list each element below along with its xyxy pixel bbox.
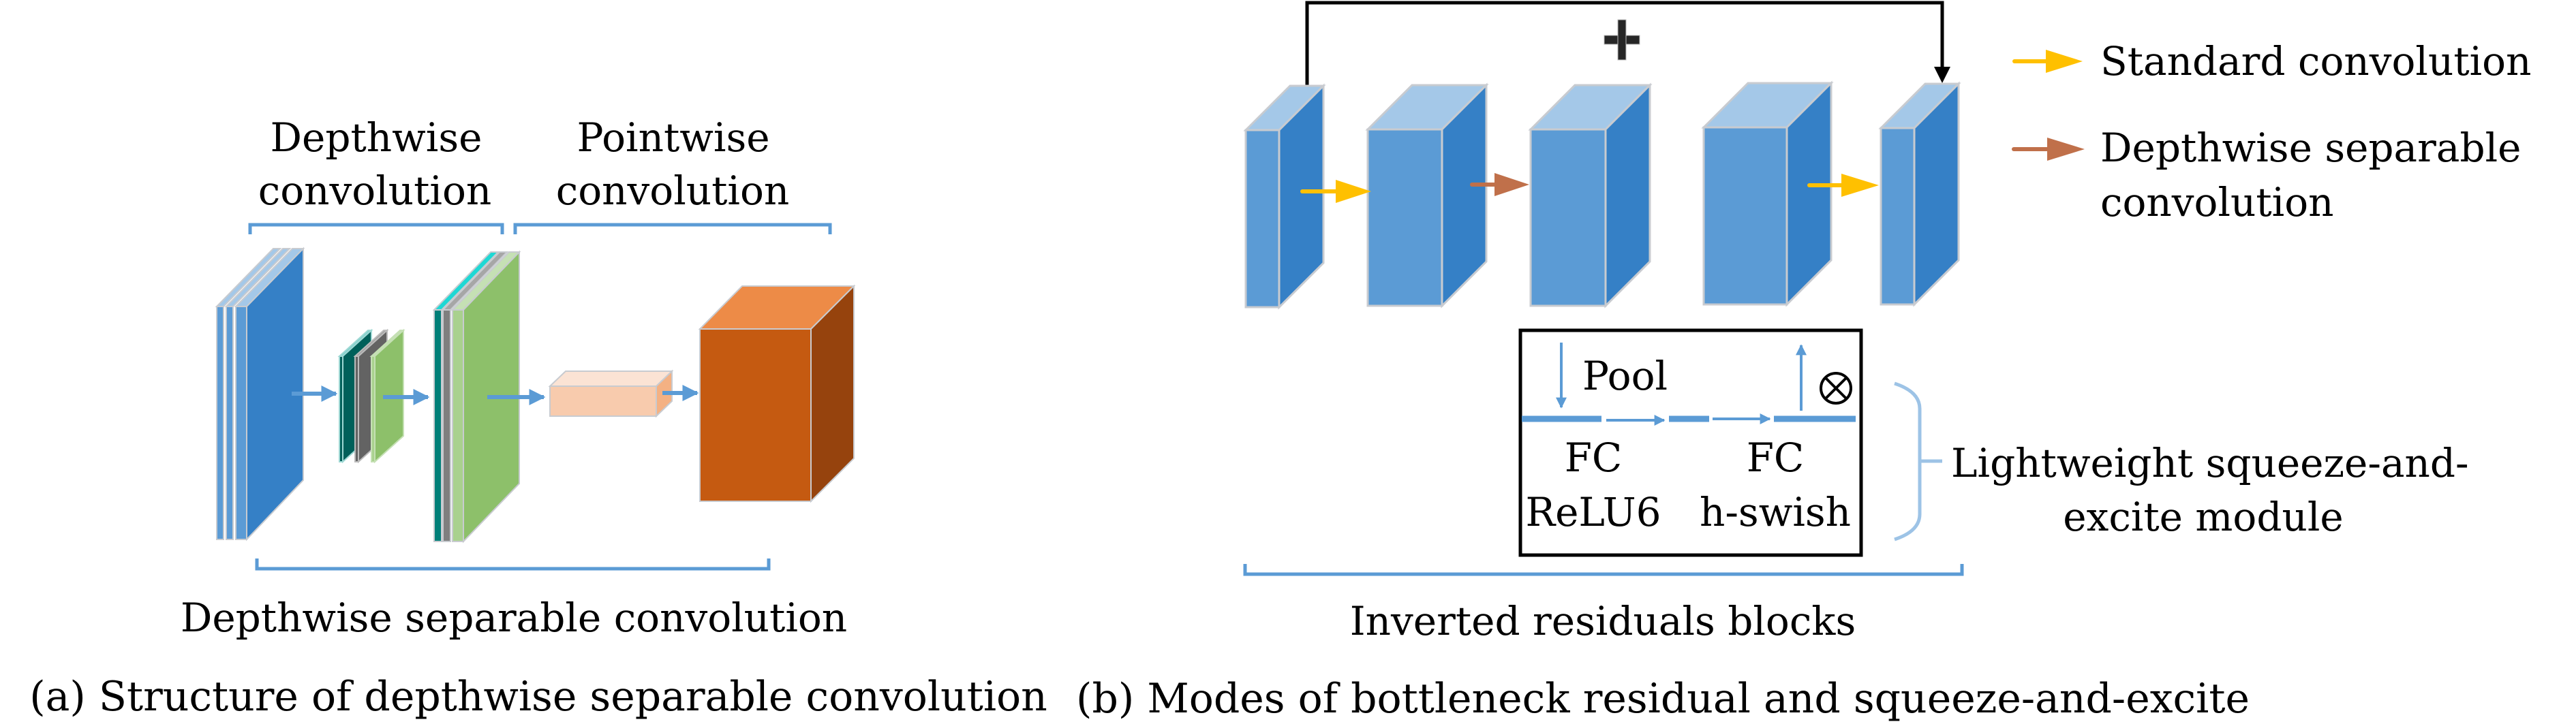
pool-label: Pool xyxy=(1582,353,1668,399)
input-feature-stack xyxy=(215,247,305,541)
inverted-label: Inverted residuals blocks xyxy=(1350,598,1856,644)
legend-item-depthwise: Depthwise separable convolution xyxy=(2012,125,2521,225)
se-label-line1: Lightweight squeeze-and- xyxy=(1951,440,2469,486)
block-front-face xyxy=(1529,128,1607,307)
plus-icon xyxy=(1604,19,1640,61)
panel-a: Depthwise convolution Pointwise convolut… xyxy=(29,114,1047,721)
depthwise-label-line2: convolution xyxy=(258,168,491,214)
block-front-face xyxy=(1366,128,1443,307)
se-brace xyxy=(1894,381,1942,541)
residual-block-2 xyxy=(1365,82,1489,309)
caption-a: (a) Structure of depthwise separable con… xyxy=(29,673,1047,721)
se-label-line2: excite module xyxy=(2063,494,2343,540)
fc1-label: FC xyxy=(1565,435,1623,481)
caption-b: (b) Modes of bottleneck residual and squ… xyxy=(1076,675,2250,723)
pointwise-bracket xyxy=(513,223,832,234)
legend-depthwise-label-line2: convolution xyxy=(2100,179,2333,225)
block-front-face xyxy=(1244,129,1281,309)
depthwise-bracket xyxy=(248,223,504,234)
separable-bracket xyxy=(255,558,771,571)
inverted-bracket xyxy=(1243,564,1964,576)
pointwise-kernel xyxy=(548,369,674,418)
se-module: Pool FC ReLU6 FC h-swish xyxy=(1518,328,1863,557)
fc2-label: FC xyxy=(1747,435,1805,481)
block-arrow-1-standard xyxy=(1300,180,1371,203)
separable-label: Depthwise separable convolution xyxy=(181,595,847,641)
block-arrow-2-depthwise xyxy=(1470,173,1529,196)
legend-item-standard: Standard convolution xyxy=(2012,38,2531,84)
depthwise-kernels xyxy=(337,328,405,464)
output-feature-cube xyxy=(698,284,856,503)
fc2-activation: h-swish xyxy=(1700,489,1851,535)
block-front-face xyxy=(1880,127,1916,306)
legend: Standard convolution Depthwise separable… xyxy=(2012,38,2531,225)
residual-block-4 xyxy=(1701,80,1834,307)
residual-block-3 xyxy=(1528,82,1653,309)
skip-connection xyxy=(1305,1,1944,86)
legend-depthwise-label-line1: Depthwise separable xyxy=(2100,125,2521,171)
skip-arrowhead xyxy=(1934,67,1950,83)
multiply-icon xyxy=(1820,372,1852,405)
pointwise-label-line1: Pointwise xyxy=(577,114,769,161)
residual-block-5 xyxy=(1878,81,1961,307)
block-arrow-3-standard xyxy=(1807,174,1879,197)
fc1-activation: ReLU6 xyxy=(1525,489,1661,535)
legend-standard-label: Standard convolution xyxy=(2100,38,2531,84)
panel-b: Standard convolution Depthwise separable… xyxy=(1076,1,2531,723)
depthwise-label-line1: Depthwise xyxy=(271,114,482,161)
pointwise-label-line2: convolution xyxy=(556,168,789,214)
inverted-residual-blocks xyxy=(1243,80,1961,310)
block-front-face xyxy=(1702,126,1788,306)
residual-block-1 xyxy=(1243,83,1326,310)
